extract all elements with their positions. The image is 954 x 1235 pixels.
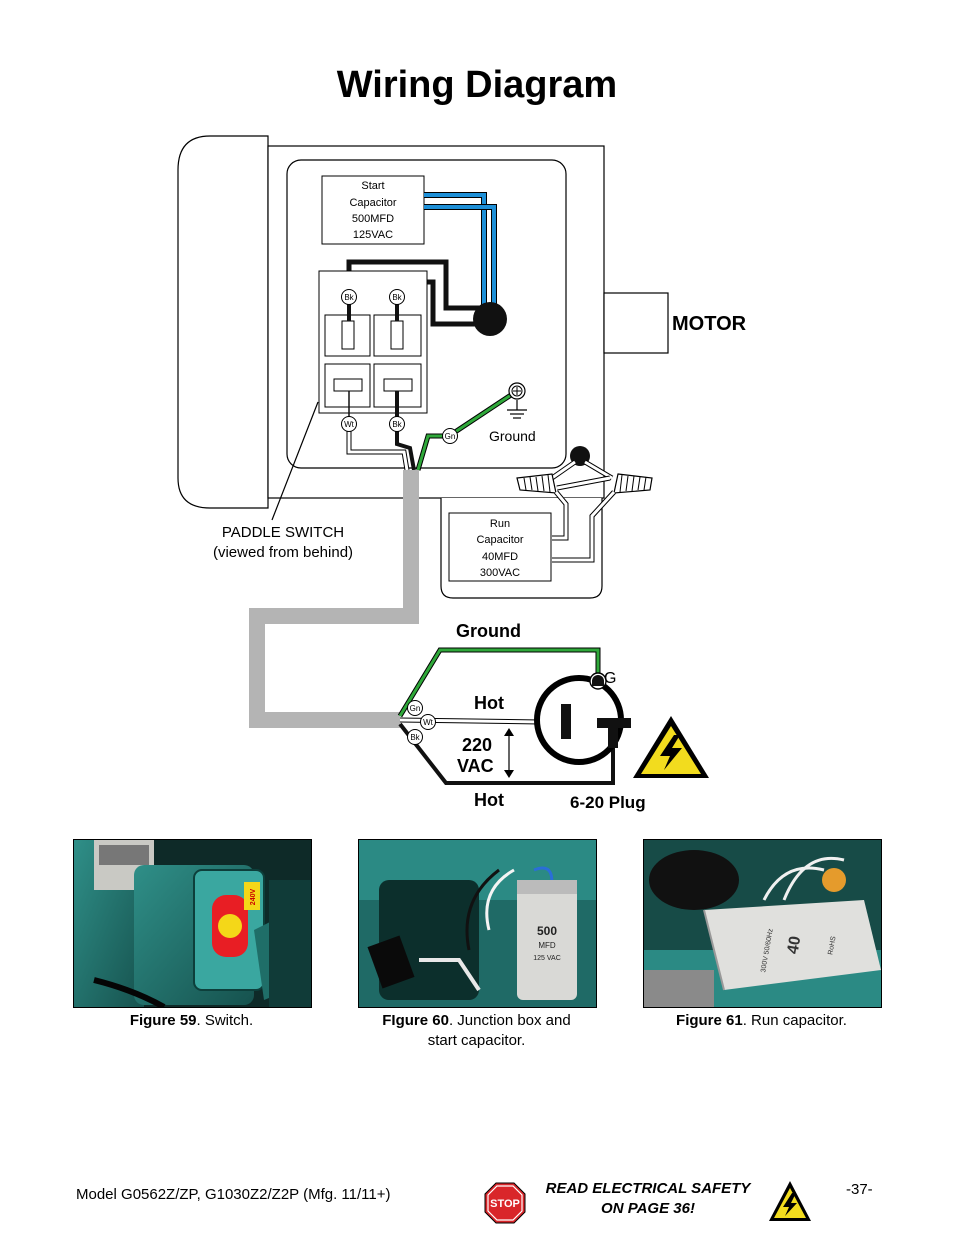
motor-label: MOTOR — [672, 313, 747, 335]
voltage-label-1: 220 — [462, 735, 492, 755]
paddle-switch-label-2: (viewed from behind) — [213, 544, 353, 561]
page-number: -37- — [846, 1181, 873, 1198]
plug-hot-blade-t — [597, 718, 631, 748]
power-cord — [249, 470, 419, 728]
plug-label: 6-20 Plug — [570, 793, 646, 812]
run-capacitor-line2: Capacitor — [476, 534, 523, 546]
hot-label-upper: Hot — [474, 693, 504, 713]
ground-label: Ground — [456, 621, 521, 641]
voltage-arrow-icon — [504, 728, 514, 778]
terminal-bk-top-right: Bk — [389, 289, 405, 305]
svg-text:Bk: Bk — [392, 420, 402, 429]
motor-end-bell — [177, 135, 269, 509]
terminal-wt-bottom: Wt — [341, 416, 357, 432]
switch-blade-br — [383, 378, 413, 392]
start-capacitor-line3: 500MFD — [352, 213, 394, 225]
electrical-hazard-icon — [633, 716, 709, 778]
page-title: Wiring Diagram — [336, 64, 618, 106]
hot-label-lower: Hot — [474, 790, 504, 810]
safety-notice-line1: READ ELECTRICAL SAFETY — [545, 1180, 751, 1197]
svg-text:Wt: Wt — [423, 718, 434, 727]
run-capacitor-line4: 300VAC — [480, 567, 520, 579]
switch-blade-tl — [341, 320, 355, 350]
run-capacitor-line1: Run — [490, 518, 510, 530]
safety-notice-line2: ON PAGE 36! — [601, 1200, 695, 1217]
figure-59-photo: 240V — [73, 839, 312, 1008]
terminal-gn-cord: Gn — [407, 700, 423, 716]
svg-text:240V: 240V — [250, 889, 257, 906]
motor-lead-bottom — [570, 446, 590, 466]
figure-60-photo: 500 MFD 125 VAC — [358, 839, 597, 1008]
blue-wire-2-color — [424, 205, 496, 310]
motor-lead-top — [473, 302, 507, 336]
plug-black-wire — [398, 722, 615, 785]
svg-text:Gn: Gn — [445, 432, 456, 441]
wire-nut-right-icon — [613, 473, 653, 494]
svg-text:500: 500 — [537, 924, 557, 938]
run-capacitor-line3: 40MFD — [482, 551, 518, 563]
terminal-bk-bottom: Bk — [389, 416, 405, 432]
svg-text:Wt: Wt — [344, 420, 355, 429]
start-capacitor-line1: Start — [361, 180, 384, 192]
stop-sign-icon: STOP — [484, 1182, 526, 1224]
svg-text:125 VAC: 125 VAC — [533, 955, 561, 962]
terminal-gn-box: Gn — [442, 428, 458, 444]
wire-nut-left-icon — [516, 473, 557, 494]
svg-text:Gn: Gn — [410, 704, 421, 713]
start-capacitor-line2: Capacitor — [349, 197, 396, 209]
switch-badge-240v — [244, 882, 260, 910]
wiring-diagram: Start Capacitor 500MFD 125VAC Bk Bk Wt — [177, 135, 747, 812]
switch-blade-tr — [390, 320, 404, 350]
terminal-bk-cord: Bk — [407, 729, 423, 745]
paddle-switch-pointer — [271, 401, 319, 521]
terminal-bk-top-left: Bk — [341, 289, 357, 305]
svg-text:MFD: MFD — [538, 941, 556, 950]
plug-g-label: G — [604, 670, 616, 687]
safety-notice: READ ELECTRICAL SAFETY ON PAGE 36! — [528, 1179, 768, 1219]
motor-shaft — [603, 292, 669, 354]
paddle-switch-label-1: PADDLE SWITCH — [222, 524, 344, 541]
start-capacitor-box — [321, 175, 425, 245]
figure-61-photo: 40 300V 50/60Hz RoHS — [643, 839, 882, 1008]
switch-blade-bl — [333, 378, 363, 392]
svg-text:Bk: Bk — [344, 293, 354, 302]
svg-text:Bk: Bk — [392, 293, 402, 302]
figure-60-caption: FIgure 60. Junction box and start capaci… — [382, 1012, 571, 1049]
terminal-wt-cord: Wt — [420, 714, 436, 730]
footer-hazard-icon — [769, 1181, 811, 1221]
blue-wire-1-color — [424, 193, 486, 310]
svg-text:STOP: STOP — [490, 1198, 520, 1210]
model-line: Model G0562Z/ZP, G1030Z2/Z2P (Mfg. 11/11… — [76, 1186, 391, 1203]
plug-hot-blade-vertical — [561, 704, 571, 739]
figure-61-caption: Figure 61. Run capacitor. — [676, 1012, 847, 1029]
run-capacitor-label-box — [448, 512, 552, 582]
plug-ground-pin-icon — [589, 672, 607, 690]
svg-text:RoHS: RoHS — [827, 935, 837, 955]
svg-text:40: 40 — [785, 935, 805, 956]
black-wire-cord — [395, 423, 416, 471]
ground-label-junction: Ground — [489, 428, 536, 444]
ground-symbol-icon — [507, 400, 527, 419]
start-capacitor-line4: 125VAC — [353, 229, 393, 241]
figure-59-caption: Figure 59. Switch. — [129, 1012, 254, 1029]
voltage-label-2: VAC — [457, 756, 494, 776]
svg-text:Bk: Bk — [410, 733, 420, 742]
ground-screw-icon — [508, 382, 526, 400]
